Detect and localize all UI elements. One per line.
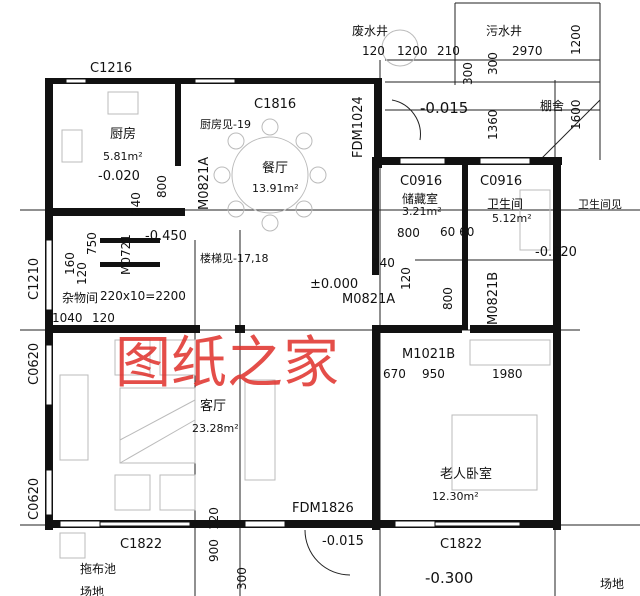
window-c1210: C1210 xyxy=(27,258,42,300)
dim-800c: 800 xyxy=(441,287,455,310)
window-c1822-right: C1822 xyxy=(440,537,482,552)
door-m1021b: M1021B xyxy=(402,347,455,362)
dim-120c: 120 xyxy=(92,311,115,325)
dim-1040: 1040 xyxy=(52,311,83,325)
bathroom-note: 卫生间见 xyxy=(578,197,622,211)
dim-2970: 2970 xyxy=(512,44,543,58)
stair-note: 楼梯见-17,18 xyxy=(200,251,268,265)
dim-120b: 120 xyxy=(75,262,89,285)
dining-name: 餐厅 xyxy=(262,160,288,176)
watermark: 图纸之家 xyxy=(115,331,339,396)
mop-sink-label: 拖布池 xyxy=(80,562,116,576)
dim-950: 950 xyxy=(422,367,445,381)
window-c0916-storage: C0916 xyxy=(400,174,442,189)
bathroom-area: 5.12m² xyxy=(492,212,532,225)
furniture xyxy=(59,29,551,576)
dim-210: 210 xyxy=(437,44,460,58)
kitchen-note: 厨房见-19 xyxy=(200,118,251,131)
dim-750: 750 xyxy=(85,232,99,255)
shed-label: 棚舍 xyxy=(540,98,564,113)
window-c0916-bath: C0916 xyxy=(480,174,522,189)
door-m0821a-2: M0821A xyxy=(342,292,395,307)
door-fdm1024: FDM1024 xyxy=(351,96,366,158)
stair-steps: 220x10=2200 xyxy=(100,289,186,303)
kitchen-area: 5.81m² xyxy=(103,150,143,163)
dim-1360: 1360 xyxy=(486,109,500,140)
living-name: 客厅 xyxy=(200,398,226,414)
window-c1822-left: C1822 xyxy=(120,537,162,552)
waste-well-label: 废水井 xyxy=(352,23,388,38)
bedroom-name: 老人卧室 xyxy=(440,466,492,482)
yard-label: 场地 xyxy=(600,577,624,591)
dim-300a: 300 xyxy=(461,62,475,85)
level-entry: -0.015 xyxy=(420,99,468,117)
dim-120: 120 xyxy=(362,44,385,58)
dim-300c: 300 xyxy=(235,567,249,590)
dim-800b: 800 xyxy=(397,226,420,240)
dim-120d: 120 xyxy=(399,267,413,290)
level-zero: ±0.000 xyxy=(310,277,358,292)
dim-1600: 1600 xyxy=(569,99,583,130)
level-stair: -0.450 xyxy=(145,229,187,244)
door-m0821a: M0821A xyxy=(197,157,212,210)
dim-160: 160 xyxy=(63,252,77,275)
window-c1816: C1816 xyxy=(254,97,296,112)
dim-1200: 1200 xyxy=(397,44,428,58)
dim-240a: 240 xyxy=(129,192,143,215)
dim-1980: 1980 xyxy=(492,367,523,381)
walls xyxy=(45,78,562,530)
door-fdm1826: FDM1826 xyxy=(292,501,354,516)
dim-6060: 60 60 xyxy=(440,225,474,239)
window-c1216: C1216 xyxy=(90,61,132,76)
window-c0620-upper: C0620 xyxy=(27,343,42,385)
dining-area: 13.91m² xyxy=(252,182,299,195)
kitchen-name: 厨房 xyxy=(110,126,136,142)
living-area: 23.28m² xyxy=(192,422,239,435)
dim-900: 900 xyxy=(207,539,221,562)
level-porch: -0.015 xyxy=(322,534,364,549)
door-m0821b: M0821B xyxy=(486,272,501,325)
bathroom-name: 卫生间 xyxy=(487,197,523,211)
bathroom-level: -0.020 xyxy=(535,245,577,260)
kitchen-level: -0.020 xyxy=(98,169,140,184)
utility-name: 杂物间 xyxy=(62,291,98,305)
dim-240b: 240 xyxy=(372,256,395,270)
sewage-well-label: 污水井 xyxy=(486,24,522,38)
dim-120e: 120 xyxy=(207,507,221,530)
dim-1200v: 1200 xyxy=(569,24,583,55)
bedroom-area: 12.30m² xyxy=(432,490,479,503)
dim-300b: 300 xyxy=(486,52,500,75)
dim-670: 670 xyxy=(383,367,406,381)
yard-label-left: 场地 xyxy=(80,585,104,596)
storage-name: 储藏室 xyxy=(402,191,438,206)
level-yard: -0.300 xyxy=(425,569,473,587)
dim-800a: 800 xyxy=(155,175,169,198)
window-c0620-lower: C0620 xyxy=(27,478,42,520)
door-m0721: M0721 xyxy=(119,234,133,275)
storage-area: 3.21m² xyxy=(402,205,442,218)
